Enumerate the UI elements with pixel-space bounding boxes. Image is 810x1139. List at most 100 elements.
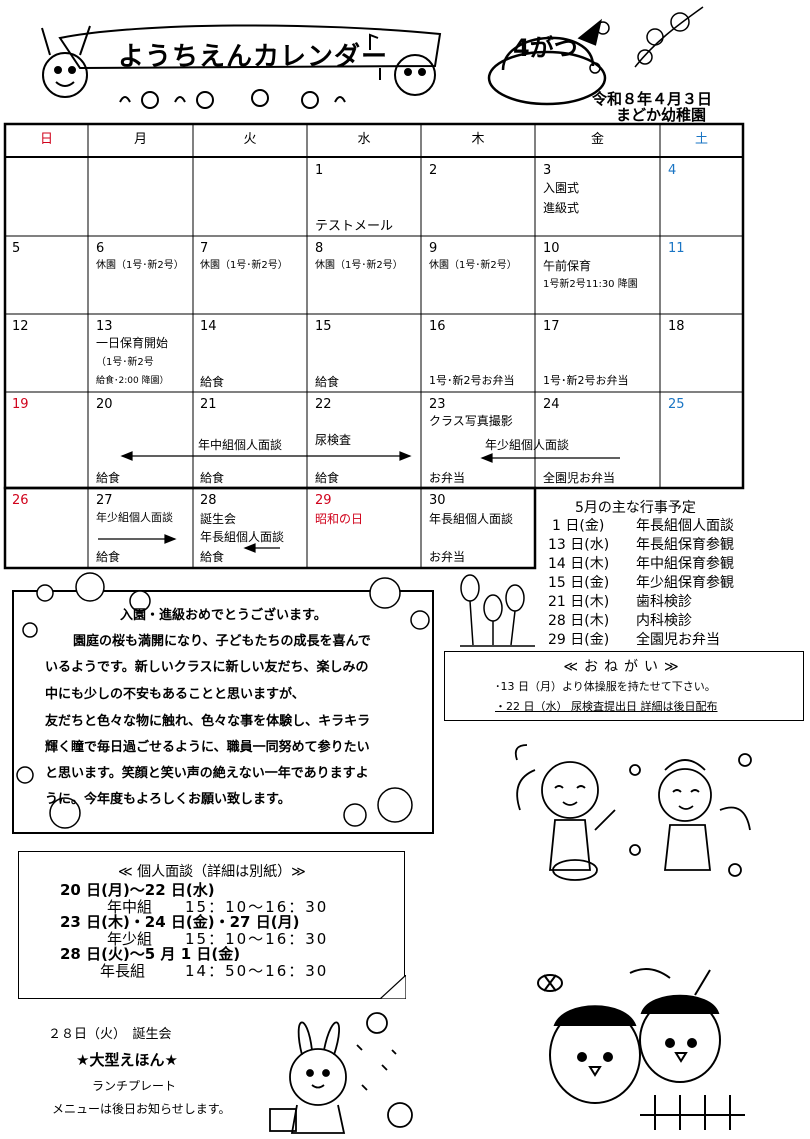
- day-event: 給食: [200, 550, 225, 564]
- day-number: 13: [96, 319, 113, 334]
- day-number: 15: [315, 319, 332, 334]
- day-event: 給食: [200, 375, 225, 389]
- event-date: 1 日(金): [552, 518, 605, 534]
- tulip-icon: [460, 574, 535, 647]
- issue-date: 令和８年４月３日: [592, 90, 713, 108]
- notice-line: ･13 日（月）より体操服を持たせて下さい。: [495, 680, 716, 693]
- weekday-header: 金: [590, 132, 604, 147]
- interview-title: ≪ 個人面談（詳細は別紙）≫: [118, 864, 306, 880]
- day-event: 年長組個人面談: [200, 530, 285, 544]
- birthday-menu: ランチプレート: [92, 1079, 177, 1093]
- interview-time: 15：10～16：30: [185, 898, 329, 916]
- rabbit-illustration: [269, 1012, 413, 1134]
- greeting-line: いるようです。新しいクラスに新しい友だち、楽しみの: [45, 660, 369, 675]
- day-number: 9: [429, 241, 438, 256]
- day-number: 21: [200, 397, 217, 412]
- day-number: 30: [429, 493, 446, 508]
- event-date: 15 日(金): [548, 575, 610, 591]
- day-event: 全園児お弁当: [543, 471, 616, 485]
- event-date: 21 日(木): [548, 594, 610, 610]
- weekday-header: 火: [243, 132, 257, 147]
- weekday-header: 月: [133, 132, 147, 147]
- day-number: 5: [12, 241, 21, 256]
- day-event: 休園（1号･新2号）: [315, 260, 403, 271]
- weekday-header: 木: [471, 132, 485, 147]
- notice-line: ・22 日（水） 尿検査提出日 詳細は後日配布: [495, 700, 718, 713]
- birthday-note: メニューは後日お知らせします。: [52, 1102, 231, 1116]
- span-label-nenchu: 年中組個人面談: [198, 438, 283, 452]
- interview-time: 15：10～16：30: [185, 930, 329, 948]
- day-event: （1号･新2号: [96, 357, 154, 368]
- weekday-header: 土: [694, 132, 708, 147]
- day-number: 4: [668, 163, 677, 178]
- day-event: お弁当: [429, 471, 466, 485]
- day-event: 給食: [315, 375, 340, 389]
- span-label-nensho: 年少組個人面談: [485, 438, 570, 452]
- interview-box: [18, 851, 405, 999]
- birthday-date: ２８日（火） 誕生会: [48, 1027, 172, 1042]
- day-number: 11: [668, 241, 685, 256]
- day-event: 給食･2:00 降園）: [96, 376, 169, 386]
- greeting-line: 中にも少しの不安もあることと思いますが、: [45, 687, 305, 702]
- day-number: 1: [315, 163, 324, 178]
- interview-time: 14：50～16：30: [185, 962, 329, 980]
- interview-dates: 23 日(木)・24 日(金)・27 日(月): [60, 913, 300, 931]
- day-number: 27: [96, 493, 113, 508]
- event-name: 年長組保育参観: [636, 537, 734, 553]
- day-number: 8: [315, 241, 324, 256]
- day-number: 22: [315, 397, 332, 412]
- day-event: 1号･新2号お弁当: [429, 374, 515, 387]
- event-name: 全園児お弁当: [636, 632, 720, 648]
- day-event: 給食: [96, 550, 121, 564]
- day-event: 昭和の日: [315, 512, 364, 526]
- day-number: 20: [96, 397, 113, 412]
- title-banner-illustration: [41, 24, 442, 109]
- event-date: 14 日(木): [548, 556, 610, 572]
- day-event: 休園（1号･新2号）: [96, 260, 184, 271]
- day-event: 給食: [315, 471, 340, 485]
- chicks-illustration: [537, 968, 745, 1130]
- fairies-illustration: [514, 744, 752, 881]
- weekday-header: 水: [357, 132, 371, 147]
- day-number: 2: [429, 163, 438, 178]
- day-number: 3: [543, 163, 552, 178]
- notice-title: ≪おねがい≫: [563, 659, 685, 675]
- flower-border-illustration: [16, 572, 430, 829]
- day-event: 午前保育: [543, 259, 592, 273]
- day-number: 14: [200, 319, 217, 334]
- day-number: 29: [315, 493, 332, 508]
- greeting-line: 友だちと色々な物に触れ、色々な事を体験し、キラキラ: [45, 714, 371, 729]
- day-event: 給食: [200, 471, 225, 485]
- page-curl-icon: [380, 975, 406, 999]
- day-event: 1号･新2号お弁当: [543, 374, 629, 387]
- day-event: 年少組個人面談: [96, 511, 173, 524]
- greeting-line: うに。今年度もよろしくお願い致します。: [45, 792, 291, 807]
- event-name: 年中組保育参観: [636, 556, 734, 572]
- day-event: 入園式: [543, 181, 580, 195]
- day-number: 26: [12, 493, 29, 508]
- day-number: 16: [429, 319, 446, 334]
- event-date: 29 日(金): [548, 632, 610, 648]
- day-number: 6: [96, 241, 105, 256]
- day-event: 休園（1号･新2号）: [200, 260, 288, 271]
- interview-class: 年少組: [107, 930, 153, 948]
- day-event: 進級式: [543, 201, 580, 215]
- day-event: 誕生会: [200, 512, 237, 526]
- page-title: ようちえんカレンダー: [118, 42, 389, 72]
- day-event: クラス写真撮影: [429, 414, 513, 428]
- greeting-box: [12, 590, 434, 834]
- event-name: 歯科検診: [636, 594, 692, 610]
- day-event: 給食: [96, 471, 121, 485]
- event-name: 年長組個人面談: [636, 518, 734, 534]
- interview-class: 年中組: [107, 898, 153, 916]
- may-events-title: 5月の主な行事予定: [575, 500, 696, 516]
- cherry-blossom-icon: [634, 6, 704, 68]
- event-date: 13 日(水): [548, 537, 610, 553]
- calendar-grid: [3, 122, 745, 570]
- day-number: 23: [429, 397, 446, 412]
- event-date: 28 日(木): [548, 613, 610, 629]
- day-number: 18: [668, 319, 685, 334]
- day-number: 28: [200, 493, 217, 508]
- day-number: 17: [543, 319, 560, 334]
- notice-box: ≪おねがい≫ ･13 日（月）より体操服を持たせて下さい。 ・22 日（水） 尿…: [444, 651, 804, 721]
